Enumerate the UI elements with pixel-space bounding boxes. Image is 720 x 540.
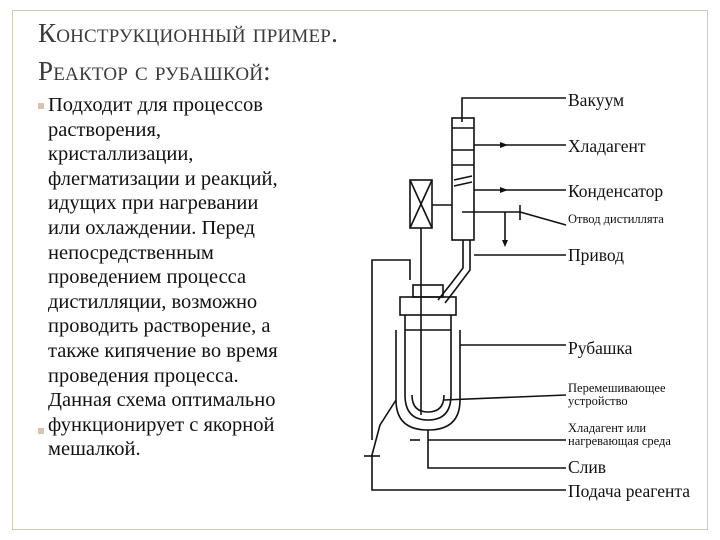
stirrer-pipe: [443, 394, 567, 401]
text-line: флегматизации и реакций,: [48, 167, 278, 190]
vacuum-pipe: [461, 97, 566, 122]
title-line-2: Реактор с рубашкой:: [38, 56, 271, 86]
label-condenser: Конденсатор: [568, 181, 664, 201]
text-line: Подходит для процессов: [48, 94, 263, 116]
page-title: Конструкционный пример. Реактор с рубашк…: [38, 14, 338, 90]
text-line: идущих при нагревании: [48, 192, 259, 215]
label-stirrer: Перемешивающее устройство: [568, 381, 666, 408]
return-loop-pipe: [371, 259, 411, 440]
text-line: мешалкой.: [48, 438, 141, 461]
text-line: кристаллизации,: [48, 143, 194, 166]
label-vacuum: Вакуум: [568, 90, 625, 110]
reactor-vessel: [399, 296, 457, 316]
label-drive: Привод: [568, 245, 625, 265]
drain-pipe: [427, 430, 566, 469]
text-line: дистилляции, возможно: [48, 290, 258, 313]
text-line: Данная схема оптимально: [48, 389, 276, 412]
label-jacket: Рубашка: [568, 338, 633, 358]
reagent-feed-pipe: [371, 399, 566, 491]
bullet-marker: [38, 103, 44, 109]
label-reagent-feed: Подача реагента: [568, 481, 691, 501]
label-coolant: Хладагент: [568, 136, 646, 156]
label-heat-medium: Хладагент или нагревающая среда: [568, 421, 671, 448]
text-line: проводить растворение, а: [48, 315, 271, 338]
frame-bottom-line: [12, 529, 708, 530]
text-line: функционирует с якорной: [48, 413, 275, 436]
reactor-inner: [404, 315, 452, 421]
frame-right-line: [707, 10, 708, 530]
text-line: растворения,: [48, 118, 162, 141]
frame-left-line: [12, 10, 13, 530]
text-line: проведения процесса.: [48, 364, 239, 387]
text-line: проведением процесса: [48, 266, 247, 289]
bullet-marker: [38, 428, 44, 434]
title-line-1: Конструкционный пример.: [38, 18, 339, 48]
text-line: или охлаждении. Перед: [48, 216, 255, 239]
frame-top-line: [12, 10, 708, 11]
anchor-stirrer: [411, 394, 445, 413]
text-line: также кипячение во время: [48, 339, 278, 362]
description-text: Подходит для процессов растворения, крис…: [48, 93, 368, 462]
text-line: непосредственным: [48, 241, 214, 264]
label-drain: Слив: [568, 457, 607, 477]
label-distillate-outlet: Отвод дистиллята: [568, 212, 664, 226]
